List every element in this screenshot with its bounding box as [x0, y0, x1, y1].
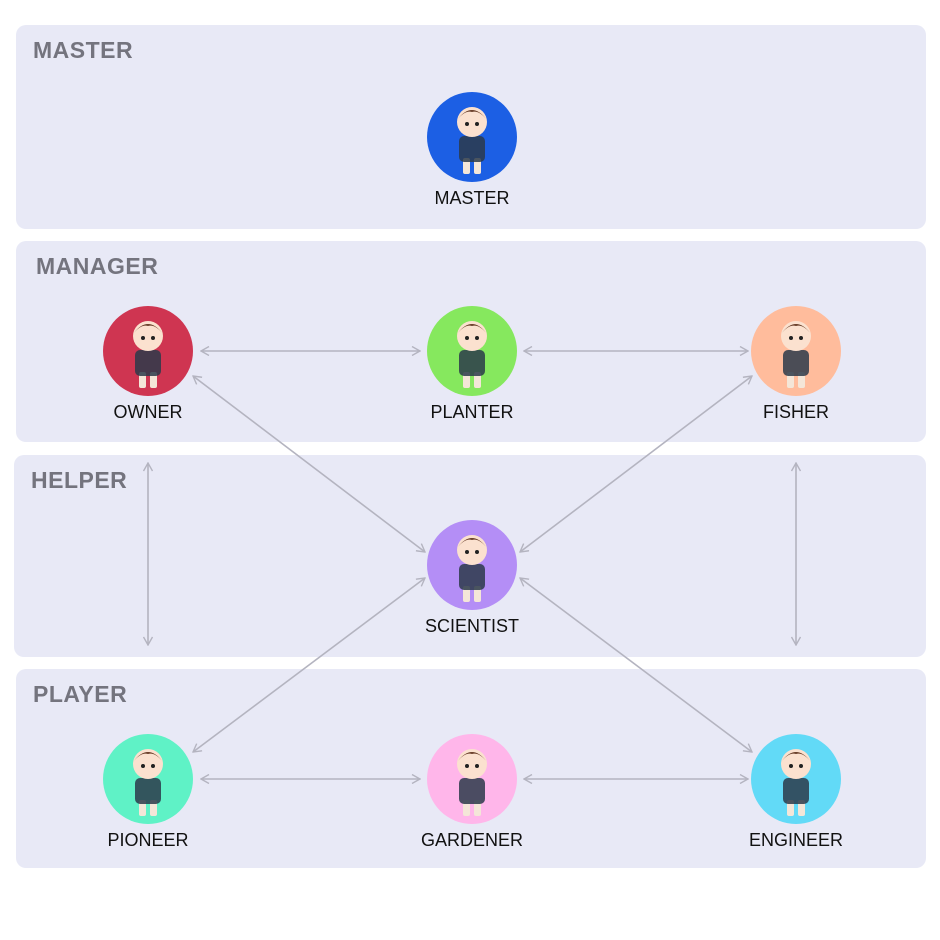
character-icon [457, 107, 487, 174]
character-icon [457, 535, 487, 602]
section-title: HELPER [31, 467, 128, 493]
node-planter[interactable]: PLANTER [402, 306, 542, 426]
character-icon [457, 321, 487, 388]
node-master[interactable]: MASTER [402, 92, 542, 212]
node-label: FISHER [762, 402, 829, 422]
node-label: PLANTER [430, 402, 514, 422]
section-title: MANAGER [36, 253, 159, 279]
node-label: MASTER [434, 188, 510, 208]
node-fisher[interactable]: FISHER [726, 306, 866, 426]
node-label: PIONEER [107, 830, 189, 850]
character-icon [781, 749, 811, 816]
node-owner[interactable]: OWNER [78, 306, 218, 426]
avatar-circle [427, 306, 517, 396]
arrow-owner-scientist [193, 376, 425, 552]
avatar-circle [427, 734, 517, 824]
avatar-circle [103, 734, 193, 824]
character-icon [133, 749, 163, 816]
avatar-circle [103, 306, 193, 396]
arrow-scientist-engineer [520, 578, 752, 752]
node-scientist[interactable]: SCIENTIST [402, 520, 542, 640]
character-icon [781, 321, 811, 388]
node-label: GARDENER [420, 830, 523, 850]
avatar-circle [427, 520, 517, 610]
node-engineer[interactable]: ENGINEER [726, 734, 866, 854]
node-label: SCIENTIST [424, 616, 519, 636]
section-title: MASTER [33, 37, 134, 63]
node-label: ENGINEER [748, 830, 844, 850]
avatar-circle [751, 306, 841, 396]
arrow-scientist-pioneer [193, 578, 425, 752]
node-gardener[interactable]: GARDENER [402, 734, 542, 854]
node-pioneer[interactable]: PIONEER [78, 734, 218, 854]
character-icon [133, 321, 163, 388]
avatar-circle [427, 92, 517, 182]
character-icon [457, 749, 487, 816]
avatar-circle [751, 734, 841, 824]
arrow-fisher-scientist [520, 376, 752, 552]
section-title: PLAYER [33, 681, 128, 707]
node-label: OWNER [113, 402, 183, 422]
